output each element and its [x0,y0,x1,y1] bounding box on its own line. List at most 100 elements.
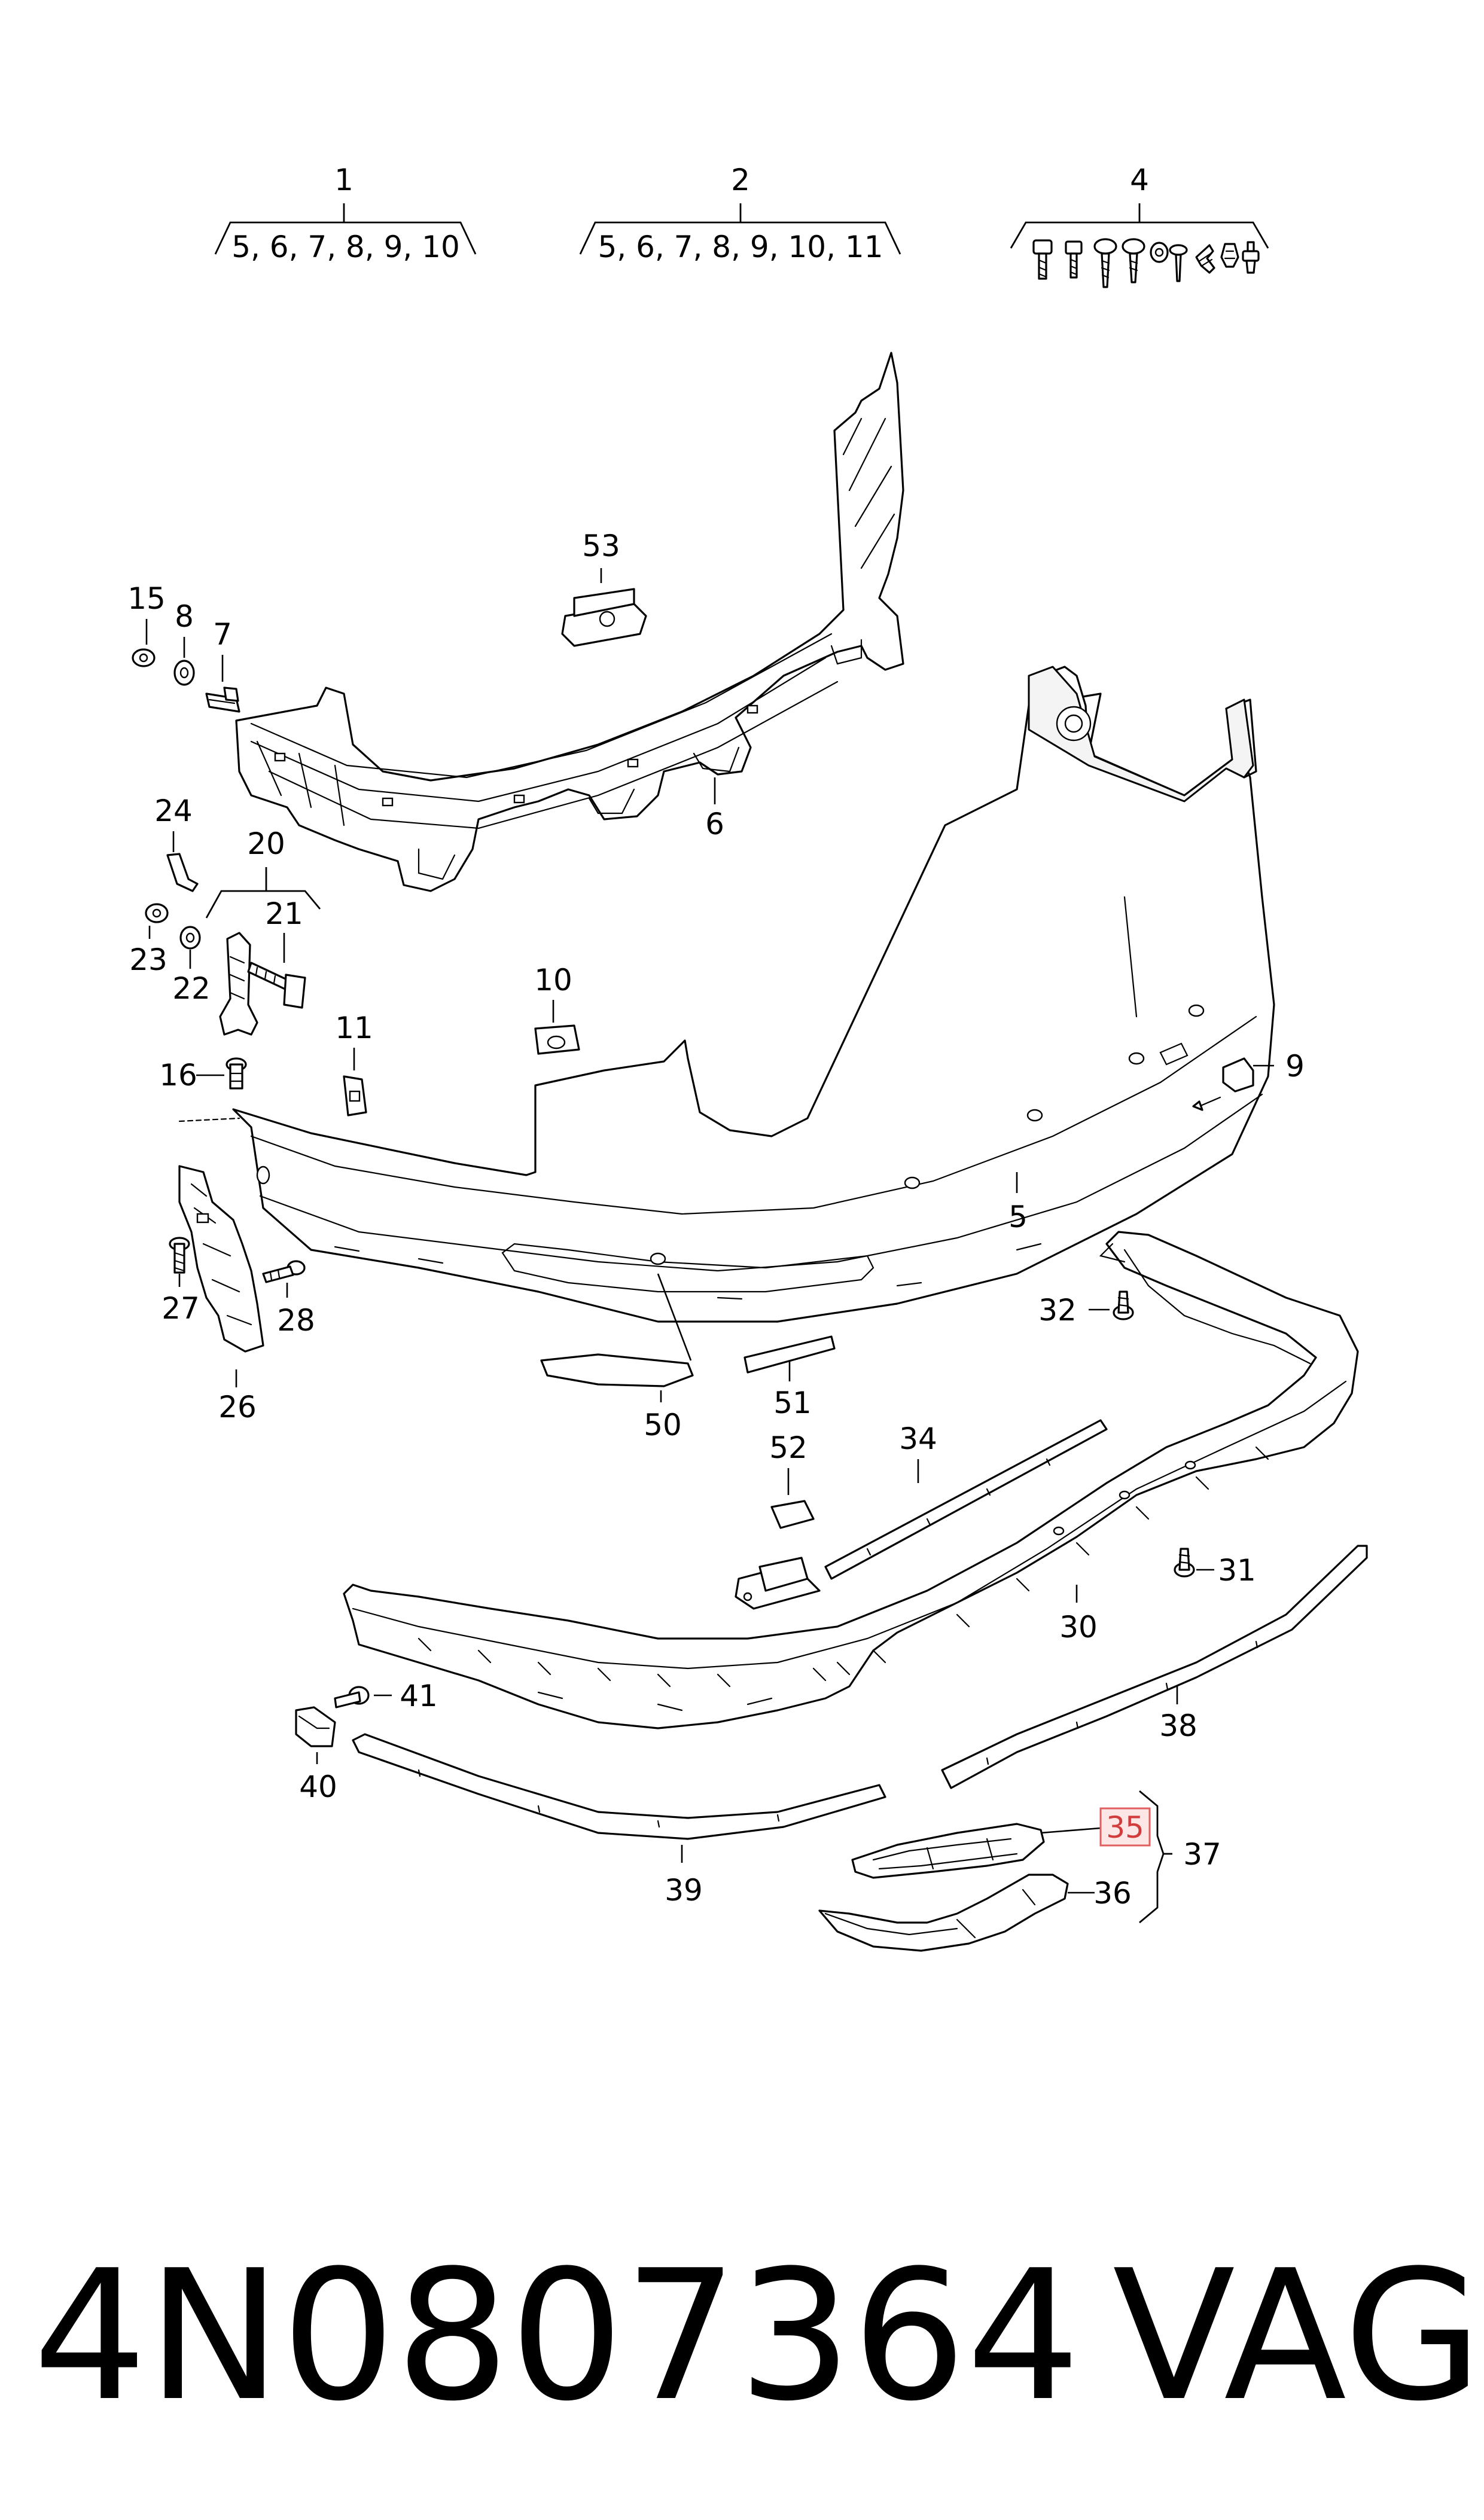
trim-36-body [818,1874,1069,1952]
control-module-53: 53 [561,529,647,647]
callout-34: 34 [899,1421,937,1456]
strip-38-body [941,1545,1368,1789]
chrome-strip-38: 38 [941,1545,1368,1789]
callout-36: 36 [1093,1876,1132,1911]
callout-50: 50 [644,1408,682,1442]
footer: 4N0807364 VAG [33,2232,1482,2440]
callout-28: 28 [277,1303,315,1338]
trim-35-body [851,1823,1045,1879]
callout-40: 40 [299,1770,337,1804]
brand-label: VAG [1113,2232,1482,2440]
rivet-24: 24 [154,794,199,892]
screw-21: 21 [247,896,306,1009]
group-37-number: 37 [1183,1837,1221,1872]
part-number: 4N0807364 [33,2232,1080,2440]
callout-5: 5 [1008,1200,1028,1234]
callout-39: 39 [665,1873,703,1908]
exhaust-trim-35 [851,1823,1101,1879]
callout-27: 27 [161,1291,200,1326]
callout-31: 31 [1218,1553,1256,1588]
tow-cover-9: 9 [1192,1049,1305,1111]
clip-40: 40 [295,1706,337,1804]
exhaust-trim-36: 36 [818,1874,1132,1952]
bolt-28: 28 [262,1260,315,1338]
callout-51: 51 [773,1386,812,1420]
bolt-icon [1065,240,1083,279]
callout-35: 35 [1106,1810,1144,1845]
callout-15: 15 [127,581,166,616]
callout-53: 53 [582,529,620,563]
lower-diffuser-30: 30 [343,1231,1359,1729]
callout-22: 22 [172,971,211,1006]
expansion-rivet-icon [1242,241,1260,274]
callout-41: 41 [400,1679,438,1713]
highlight-box-35 [1099,1807,1151,1847]
strip-34-body [824,1419,1108,1580]
group-2-header: 2 5, 6, 7, 8, 9, 10, 11 [579,163,901,264]
screw-icon [1122,238,1145,283]
group-1-number: 1 [334,163,354,197]
bolt-7: 7 [205,617,240,713]
tow-cover-body [1222,1057,1254,1093]
bolt-icon [1032,239,1053,280]
callout-52: 52 [769,1430,807,1465]
group-4-number: 4 [1130,163,1149,197]
bumper-cover: 5 [232,666,1275,1323]
callout-9: 9 [1285,1049,1305,1084]
screw-32: 32 [1038,1290,1134,1328]
nut-icon [1150,242,1169,263]
callout-26: 26 [218,1390,257,1424]
screw-41: 41 [334,1679,438,1713]
carrier-rib-top [250,633,833,779]
washer-8: 8 [173,599,195,686]
strip-34: 34 [824,1419,1108,1580]
callout-6: 6 [705,807,724,841]
group-1-bracket [214,203,477,255]
group-1-list: 5, 6, 7, 8, 9, 10 [231,230,460,264]
carrier-rib-lower [268,681,839,829]
callout-10: 10 [534,963,572,997]
bumper-carrier: 6 [235,352,904,892]
nut-23: 23 [129,903,169,977]
fastener-icons [1032,238,1260,288]
group-4-bracket [1010,203,1269,249]
clip-10: 10 [534,963,580,1055]
rivet-16: 16 [159,1057,247,1093]
chrome-strip-39: 39 [352,1733,886,1908]
trim-51-body [743,1335,836,1374]
clip-11: 11 [335,1011,373,1116]
cover-crease-1 [250,1015,1257,1215]
group-4-header: 4 [1010,163,1269,288]
part-35-highlight: 35 [1099,1807,1151,1847]
clip-icon [1220,243,1239,268]
screw-icon [1093,238,1117,288]
expansion-rivet-icon [1195,244,1215,274]
callout-7: 7 [213,617,232,652]
fastener-15: 15 [127,581,166,667]
mount-52: 52 [735,1430,821,1610]
group-2-list: 5, 6, 7, 8, 9, 10, 11 [598,230,883,264]
group-2-bracket [579,203,901,255]
callout-23: 23 [129,942,167,977]
carrier-rib-upper [250,657,827,803]
callout-16: 16 [159,1058,197,1093]
clip-icon [1169,244,1188,282]
trim-50-body [540,1353,694,1387]
callout-24: 24 [154,794,193,828]
trim-strip-51: 51 [743,1335,836,1420]
side-bracket-26: 26 [178,1117,264,1424]
leader-50-guide [657,1273,692,1361]
callout-38: 38 [1159,1709,1197,1743]
bolt-27: 27 [161,1237,200,1326]
strip-39-body [352,1733,886,1840]
group-37: 37 [1139,1790,1221,1924]
washer-22: 22 [172,926,211,1006]
group-20: 20 [205,826,321,1036]
group-2-number: 2 [731,163,750,197]
callout-11: 11 [335,1011,373,1045]
callout-8: 8 [175,599,194,634]
callout-32: 32 [1038,1293,1077,1328]
trim-strip-50: 50 [540,1273,694,1442]
